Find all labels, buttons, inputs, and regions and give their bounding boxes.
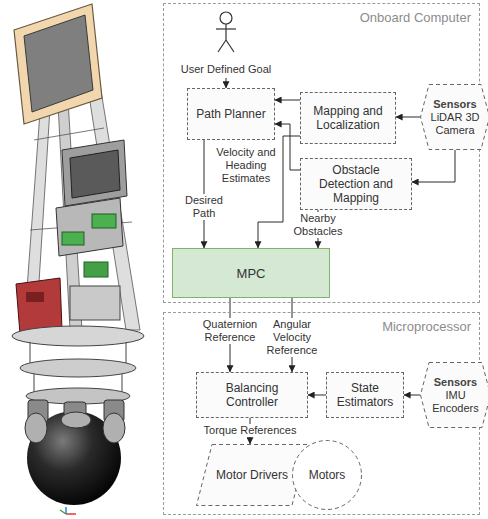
circle-shape — [293, 441, 362, 510]
sensor-list: IMU Encoders — [430, 389, 481, 415]
computer-board — [70, 150, 120, 198]
node-label: Motor Drivers — [216, 468, 288, 482]
display-screen — [24, 15, 93, 112]
axes-triad — [60, 507, 76, 514]
sensor-heading: Sensors — [433, 98, 476, 111]
omniwheel — [25, 413, 47, 443]
axis-y — [60, 510, 66, 514]
edge-label-holder: Desired Path — [181, 194, 227, 220]
node-label: State Estimators — [333, 381, 397, 409]
connector-arrow — [396, 117, 420, 118]
drive-units — [25, 400, 125, 443]
figure-head — [220, 12, 232, 24]
plate — [20, 359, 136, 377]
connector-arrow — [404, 395, 420, 396]
electronics — [16, 140, 127, 334]
node-label: Motors — [309, 468, 346, 482]
actor-label: User Defined Goal — [181, 63, 272, 76]
process-box: Balancing Controller — [196, 372, 308, 418]
connector-arrow — [308, 395, 326, 396]
edge-label: Nearby Obstacles — [290, 212, 346, 238]
edge-label-holder: Torque References — [201, 424, 299, 437]
computer-case — [62, 140, 127, 206]
process-box: Path Planner — [187, 88, 275, 140]
stick-figure — [216, 12, 236, 52]
edge-label: Torque References — [203, 424, 298, 437]
connector-arrow — [275, 100, 300, 101]
edge-label-holder: Nearby Obstacles — [290, 212, 346, 238]
process-box: Obstacle Detection and Mapping — [300, 158, 412, 210]
hexagon-shape — [421, 85, 488, 150]
user-actor: User Defined Goal — [178, 8, 274, 78]
figure-leg — [218, 40, 226, 52]
connector-arrow — [412, 150, 455, 182]
omniwheel — [61, 412, 91, 428]
frame-strut — [34, 128, 104, 140]
plate — [12, 326, 144, 346]
node-label: Path Planner — [196, 107, 265, 121]
sensor-heading: Sensors — [434, 376, 477, 389]
battery-pack — [70, 286, 120, 320]
figure-leg — [226, 40, 234, 52]
power-board — [16, 278, 62, 334]
actor-figure — [178, 8, 274, 54]
edge-label: Velocity and Heading Estimates — [214, 146, 278, 185]
edge-label: Quaternion Reference — [200, 318, 260, 344]
node-label: Balancing Controller — [203, 381, 301, 409]
process-box: Mapping and Localization — [300, 92, 396, 144]
controller-box: MPC — [172, 248, 330, 298]
omniwheel — [103, 413, 125, 443]
node-label: Mapping and Localization — [307, 104, 389, 132]
driver-parallelogram: Motor Drivers — [196, 444, 308, 506]
edge-label-holder: Velocity and Heading Estimates — [214, 146, 278, 185]
connector-arrow — [226, 78, 227, 88]
circuit-board — [84, 262, 108, 277]
sensor-list: LiDAR 3D Camera — [430, 111, 480, 137]
figure-arms — [216, 28, 236, 29]
power-part — [26, 292, 44, 302]
board-tray — [56, 198, 123, 256]
sensor-hexagon: SensorsIMU Encoders — [420, 362, 488, 428]
axis-x — [66, 513, 76, 515]
standoff — [122, 374, 123, 394]
sensor-hexagon: SensorsLiDAR 3D Camera — [420, 84, 488, 150]
base-plates — [12, 326, 144, 404]
display-frame — [14, 4, 102, 124]
ballbot-illustration — [0, 0, 160, 519]
hexagon-shape — [421, 363, 488, 428]
node-label: MPC — [237, 266, 266, 281]
region-title: Onboard Computer — [164, 10, 471, 25]
figure-body — [225, 24, 226, 40]
edge-label-holder: Angular Velocity Reference — [264, 318, 320, 357]
circuit-board — [62, 232, 84, 245]
connector-arrow — [275, 124, 300, 170]
edge-label: Angular Velocity Reference — [264, 318, 320, 357]
process-box: State Estimators — [326, 372, 404, 418]
node-label: Obstacle Detection and Mapping — [307, 163, 405, 205]
motor-circle: Motors — [292, 440, 362, 510]
edge-label-holder: Quaternion Reference — [200, 318, 260, 344]
circuit-board — [92, 214, 116, 228]
parallelogram-shape — [197, 445, 308, 506]
standoff — [34, 374, 35, 394]
display — [14, 4, 102, 124]
edge-label: Desired Path — [181, 194, 227, 220]
region-panel: Onboard ComputerUser Defined GoalPath Pl… — [163, 3, 480, 303]
